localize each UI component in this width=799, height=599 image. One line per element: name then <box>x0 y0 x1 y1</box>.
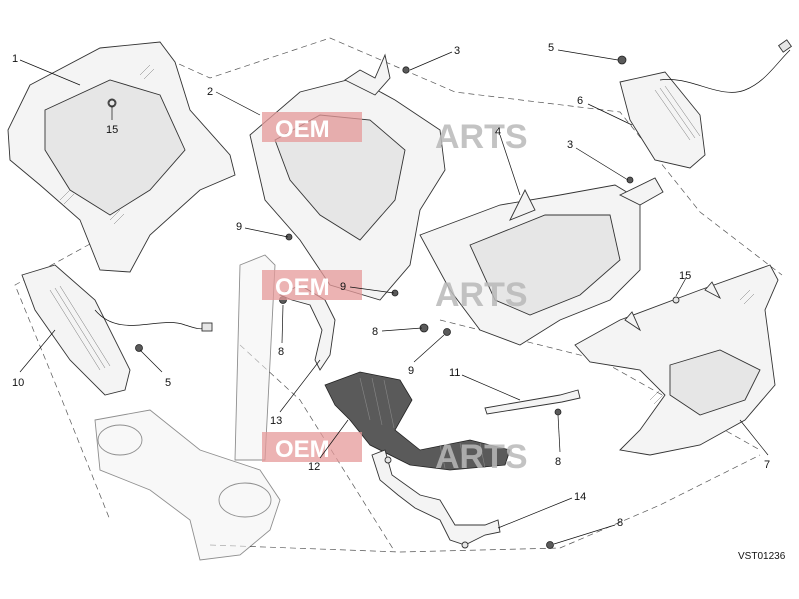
watermark-oem-2: OEM <box>275 274 330 301</box>
watermark-oem-1: OEM <box>275 116 330 143</box>
callout-9-left: 9 <box>236 221 242 233</box>
part-11-rod <box>484 389 581 415</box>
callout-4: 4 <box>495 126 501 138</box>
watermark-parts-2: ARTS <box>435 276 528 314</box>
part-7-right-lower-fairing <box>574 264 779 456</box>
callout-6: 6 <box>577 95 583 107</box>
watermark-parts-1: ARTS <box>435 118 528 156</box>
steering-stem-background <box>94 254 281 561</box>
callout-2: 2 <box>207 86 213 98</box>
callout-12: 12 <box>308 461 320 473</box>
callout-8-right: 8 <box>555 456 561 468</box>
callout-15-left: 15 <box>106 124 118 136</box>
part-6-right-indicator <box>619 39 793 169</box>
part-2-air-duct <box>249 53 446 301</box>
callout-13: 13 <box>270 415 282 427</box>
callout-14: 14 <box>574 491 586 503</box>
callout-15-right: 15 <box>679 270 691 282</box>
watermark-parts-3: ARTS <box>435 438 528 476</box>
callout-10: 10 <box>12 377 24 389</box>
callout-9-center: 9 <box>340 281 346 293</box>
callout-3-top: 3 <box>454 45 460 57</box>
part-4-right-duct <box>419 177 664 346</box>
watermark-oem-3: OEM <box>275 436 330 463</box>
diagram-reference-code: VST01236 <box>738 551 786 562</box>
part-14-mounting-bracket <box>371 449 501 549</box>
callout-8-bottom: 8 <box>617 517 623 529</box>
callout-11: 11 <box>449 367 460 379</box>
callout-8-center: 8 <box>372 326 378 338</box>
callout-5-left: 5 <box>165 377 171 389</box>
callout-7: 7 <box>764 459 770 471</box>
callout-5-top: 5 <box>548 42 554 54</box>
callout-3-right: 3 <box>567 139 573 151</box>
callout-8-left: 8 <box>278 346 284 358</box>
leader-lines <box>19 49 769 545</box>
part-12-rubber-boot <box>324 371 511 471</box>
watermark: OEM ARTS OEM ARTS OEM ARTS <box>262 112 528 476</box>
part-10-left-indicator <box>21 264 213 396</box>
part-1-left-upper-frame <box>7 41 236 273</box>
callout-labels: 1 2 3 5 6 3 4 9 9 8 15 8 10 5 13 11 7 12… <box>12 42 770 529</box>
callout-9-lower: 9 <box>408 365 414 377</box>
callout-1: 1 <box>12 53 18 65</box>
